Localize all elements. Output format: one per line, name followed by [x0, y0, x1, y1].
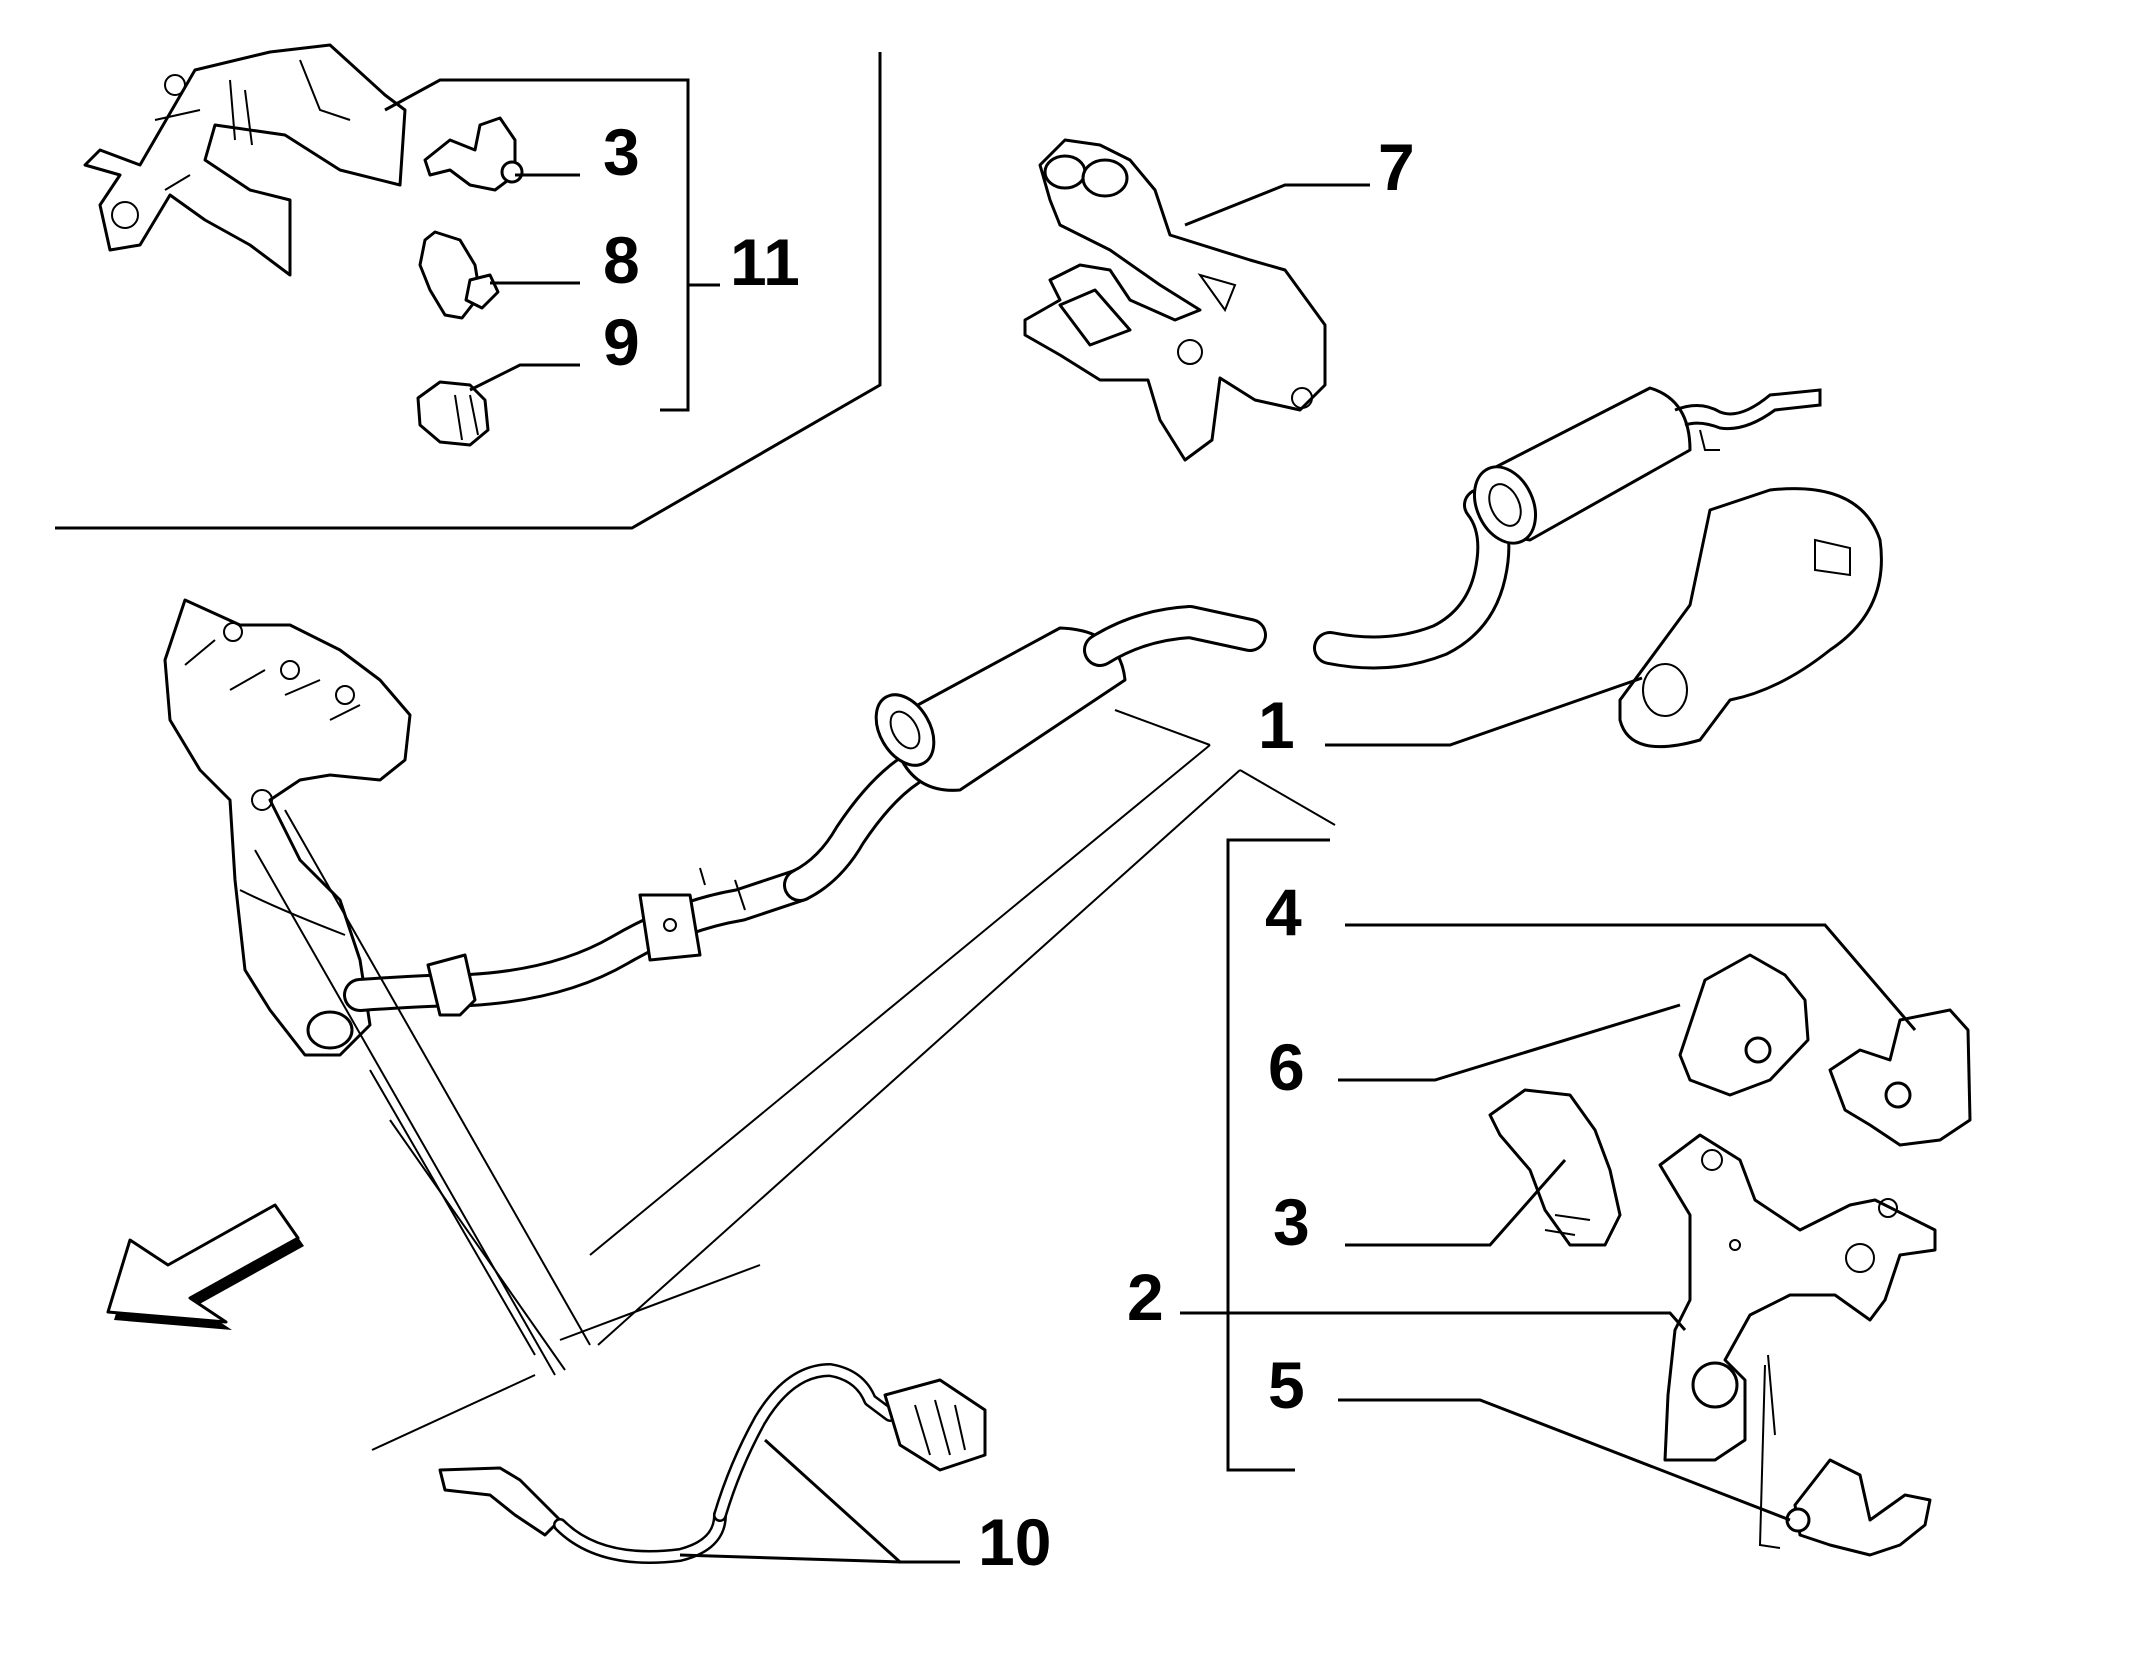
leader-lines-inset	[384, 78, 720, 412]
front-direction-arrow-icon	[106, 1203, 304, 1330]
bracket-2-part	[1658, 1133, 1937, 1462]
clip-8-part	[418, 230, 500, 320]
clip-3-top-part	[423, 116, 524, 192]
leader-line-7	[1184, 183, 1370, 227]
callout-1: 1	[1258, 688, 1295, 762]
bracket-assembly-11-part	[83, 43, 407, 277]
callout-11: 11	[730, 225, 800, 299]
clip-3-right-part	[1488, 1088, 1622, 1247]
lambda-sensor-10-part	[438, 1363, 987, 1564]
heat-shield-1-part	[1618, 487, 1883, 749]
leader-line-10b	[763, 1438, 902, 1564]
clip-5-part	[1785, 1458, 1932, 1557]
leader-lines-right	[1180, 923, 1917, 1549]
callout-4: 4	[1265, 875, 1302, 949]
callout-5: 5	[1268, 1348, 1305, 1422]
callout-3-right: 3	[1273, 1185, 1310, 1259]
rear-silencer-part	[1313, 386, 1822, 670]
leader-line-10	[679, 1553, 960, 1564]
clip-4-part	[1828, 1008, 1972, 1147]
clip-9-part	[416, 380, 490, 447]
inset-frame-group-11	[55, 52, 882, 530]
callout-3-top: 3	[603, 115, 640, 189]
group-bracket-right	[1226, 838, 1330, 1472]
clip-6-part	[1678, 953, 1810, 1097]
front-pipe-part	[343, 867, 817, 1017]
callout-9: 9	[603, 305, 640, 379]
callout-2: 2	[1127, 1260, 1164, 1334]
callout-7: 7	[1378, 130, 1415, 204]
heat-shield-bracket-7-part	[1023, 138, 1327, 462]
leader-line-1	[1325, 676, 1643, 747]
callout-6: 6	[1268, 1030, 1305, 1104]
center-silencer-part	[783, 605, 1267, 902]
exhaust-manifold-catalyst-part	[163, 598, 412, 1057]
callout-8: 8	[603, 223, 640, 297]
guide-lines-main	[254, 709, 1336, 1451]
callout-10: 10	[978, 1505, 1051, 1579]
